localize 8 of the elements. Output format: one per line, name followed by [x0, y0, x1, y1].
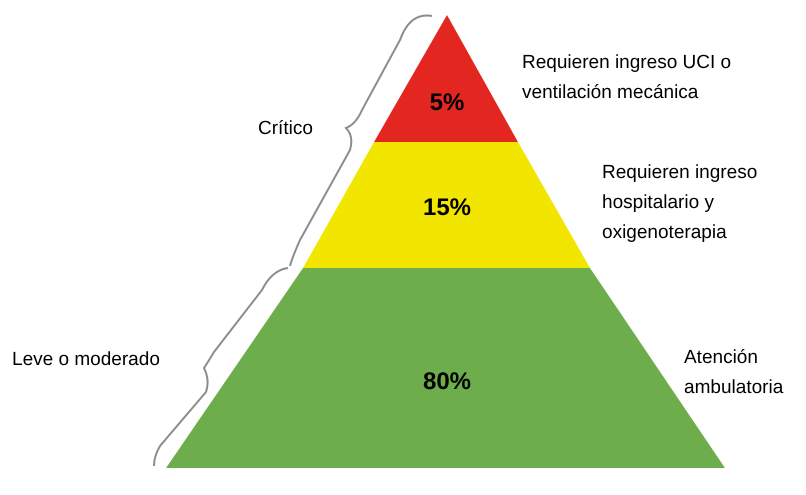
- description-text: Requieren ingreso UCI o ventilación mecánica: [522, 51, 732, 105]
- percentage-label: 5%: [430, 89, 464, 117]
- description-text: Requieren ingreso hospitalario y oxigenoterapia: [602, 161, 758, 245]
- bracket-label: Leve o moderado: [12, 348, 160, 372]
- description-text: Atención ambulatoria: [684, 346, 784, 400]
- percentage-label: 80%: [422, 368, 472, 396]
- percentage-label: 15%: [422, 194, 472, 222]
- bracket-label: Crítico: [258, 117, 313, 141]
